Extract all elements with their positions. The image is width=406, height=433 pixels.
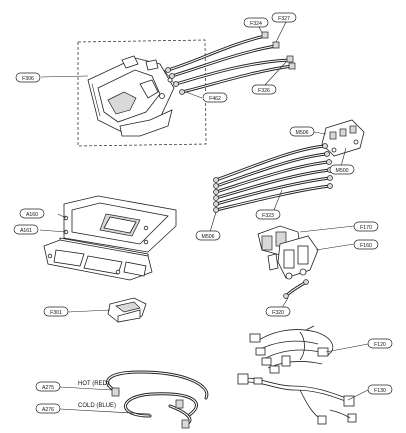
wire-harness-f130 [237, 373, 357, 425]
tag-f462: F462 [202, 92, 228, 103]
tag-f301: F301 [43, 306, 69, 317]
tag-f170-text: F170 [360, 225, 372, 231]
tag-f130-text: F130 [374, 388, 386, 394]
tag-f120-text: F120 [374, 342, 386, 348]
leader-lines [39, 21, 369, 415]
tag-f170: F170 [353, 221, 379, 232]
tag-f160-text: F160 [360, 243, 372, 249]
tag-f324: F324 [243, 17, 269, 28]
tag-f326-text: F326 [258, 88, 270, 94]
wire-harness-f120 [249, 325, 334, 374]
tag-m506-bottom-text: M506 [202, 234, 215, 240]
tag-m506-top: M506 [289, 126, 315, 137]
tag-a161-text: A161 [20, 228, 32, 234]
tag-m500: M500 [329, 164, 355, 175]
hot-hose-caption: HOT (RED) [78, 381, 109, 387]
tag-a161: A161 [13, 224, 39, 235]
tag-a276: A276 [35, 403, 61, 414]
detergent-box-assembly [77, 39, 207, 147]
tag-a276-text: A276 [42, 407, 54, 413]
small-hose-f320 [283, 279, 309, 299]
water-valve-f160 [257, 225, 319, 280]
tag-f327-text: F327 [278, 16, 290, 22]
tag-f326: F326 [251, 84, 277, 95]
tag-m506-top-text: M506 [296, 130, 309, 136]
tag-f324-text: F324 [250, 21, 262, 27]
tag-a160: A160 [19, 208, 45, 219]
tag-f462-text: F462 [209, 96, 221, 102]
inlet-hoses-hot-cold [106, 370, 209, 429]
valve-bracket-m500 [313, 119, 365, 157]
cold-hose-caption: COLD (BLUE) [78, 403, 116, 409]
tag-f301-text: F301 [50, 310, 62, 316]
tag-a275: A275 [35, 381, 61, 392]
hose-bundle-f323 [213, 143, 333, 213]
tag-f323-text: F323 [262, 213, 274, 219]
dispenser-drawer-a160 [43, 195, 177, 281]
tag-f320-text: F320 [272, 310, 284, 316]
tag-a275-text: A275 [42, 385, 54, 391]
tag-f327: F327 [271, 12, 297, 23]
siphon-cap-f301 [107, 297, 147, 323]
tag-f130: F130 [367, 384, 393, 395]
tag-a160-text: A160 [26, 212, 38, 218]
inlet-hoses-f324-f326 [165, 31, 296, 95]
tag-f320: F320 [265, 306, 291, 317]
tag-f306: F306 [15, 72, 41, 83]
tag-f323: F323 [255, 209, 281, 220]
tag-f120: F120 [367, 338, 393, 349]
tag-f160: F160 [353, 239, 379, 250]
tag-f306-text: F306 [22, 76, 34, 82]
tag-m506-bottom: M506 [195, 230, 221, 241]
tag-m500-text: M500 [336, 168, 349, 174]
